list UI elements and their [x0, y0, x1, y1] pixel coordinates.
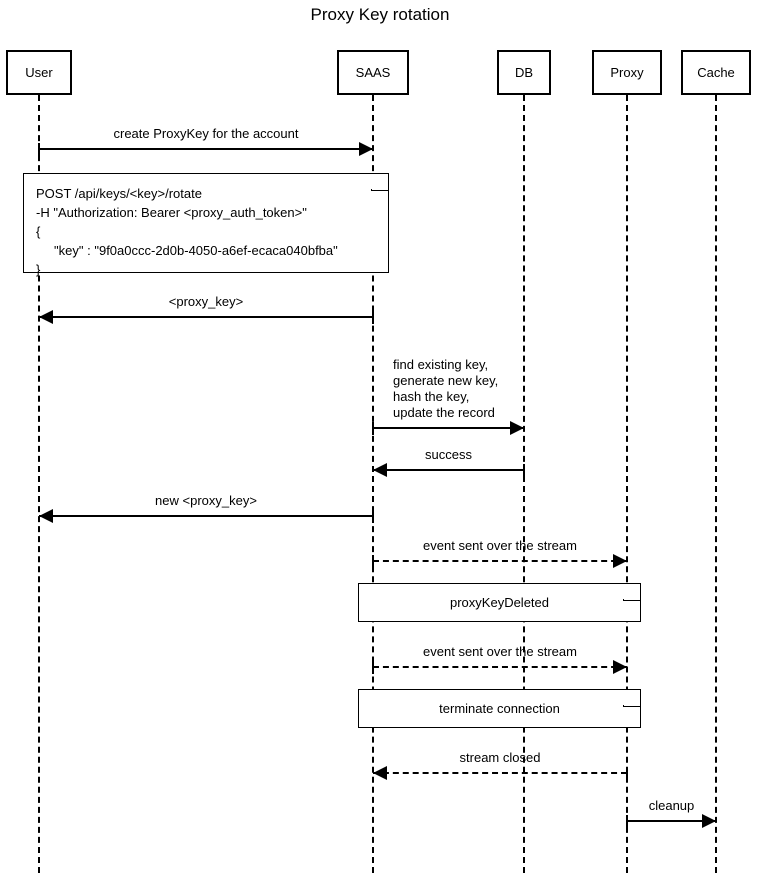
participant-box-user[interactable]: User [6, 50, 72, 95]
page-title: Proxy Key rotation [310, 5, 450, 24]
message-origin-tick-m1 [38, 143, 40, 156]
message-line-m9 [627, 820, 716, 822]
message-label-m4: success [425, 447, 472, 462]
note-fold-icon [622, 690, 640, 708]
message-origin-tick-m8 [626, 767, 628, 780]
arrowhead-m6 [613, 554, 627, 568]
message-label-m3: find existing key, generate new key, has… [393, 357, 499, 420]
arrowhead-m2 [39, 310, 53, 324]
participant-label: Proxy [610, 65, 644, 80]
message-line-m5 [39, 515, 373, 517]
note-fold-icon [622, 584, 640, 602]
message-line-m8 [373, 772, 627, 774]
lifeline-cache [715, 95, 717, 873]
note-fold-icon [370, 174, 388, 192]
message-line-m1 [39, 148, 373, 150]
message-origin-tick-m6 [372, 555, 374, 568]
note-n3: terminate connection [358, 689, 641, 728]
arrowhead-m7 [613, 660, 627, 674]
message-line-m7 [373, 666, 627, 668]
arrowhead-m3 [510, 421, 524, 435]
message-origin-tick-m4 [523, 464, 525, 477]
participant-label: User [25, 65, 53, 80]
arrowhead-m5 [39, 509, 53, 523]
note-n1: POST /api/keys/<key>/rotate -H "Authoriz… [23, 173, 389, 277]
message-line-m4 [373, 469, 524, 471]
note-text: terminate connection [439, 701, 560, 716]
arrowhead-m9 [702, 814, 716, 828]
message-label-m5: new <proxy_key> [155, 493, 257, 508]
message-line-m2 [39, 316, 373, 318]
note-n2: proxyKeyDeleted [358, 583, 641, 622]
message-label-m9: cleanup [648, 798, 695, 813]
lifeline-db [523, 95, 525, 873]
arrowhead-m1 [359, 142, 373, 156]
message-line-m3 [373, 427, 524, 429]
message-origin-tick-m5 [372, 510, 374, 523]
message-origin-tick-m7 [372, 661, 374, 674]
message-label-m6: event sent over the stream [423, 538, 577, 553]
note-text: POST /api/keys/<key>/rotate -H "Authoriz… [36, 186, 338, 277]
message-line-m6 [373, 560, 627, 562]
participant-box-proxy[interactable]: Proxy [592, 50, 662, 95]
message-label-m7: event sent over the stream [423, 644, 577, 659]
lifeline-user [38, 95, 40, 873]
participant-box-db[interactable]: DB [497, 50, 551, 95]
participant-label: DB [514, 65, 534, 80]
arrowhead-m8 [373, 766, 387, 780]
note-text: proxyKeyDeleted [450, 595, 549, 610]
arrowhead-m4 [373, 463, 387, 477]
participant-label: Cache [697, 65, 735, 80]
message-label-m2: <proxy_key> [168, 294, 244, 309]
message-label-m8: stream closed [459, 750, 541, 765]
message-label-m1: create ProxyKey for the account [113, 126, 299, 141]
message-origin-tick-m2 [372, 311, 374, 324]
participant-box-saas[interactable]: SAAS [337, 50, 409, 95]
participant-label: SAAS [355, 65, 391, 80]
message-origin-tick-m9 [626, 815, 628, 828]
participant-box-cache[interactable]: Cache [681, 50, 751, 95]
message-origin-tick-m3 [372, 422, 374, 435]
lifeline-proxy [626, 95, 628, 873]
lifeline-saas [372, 95, 374, 873]
